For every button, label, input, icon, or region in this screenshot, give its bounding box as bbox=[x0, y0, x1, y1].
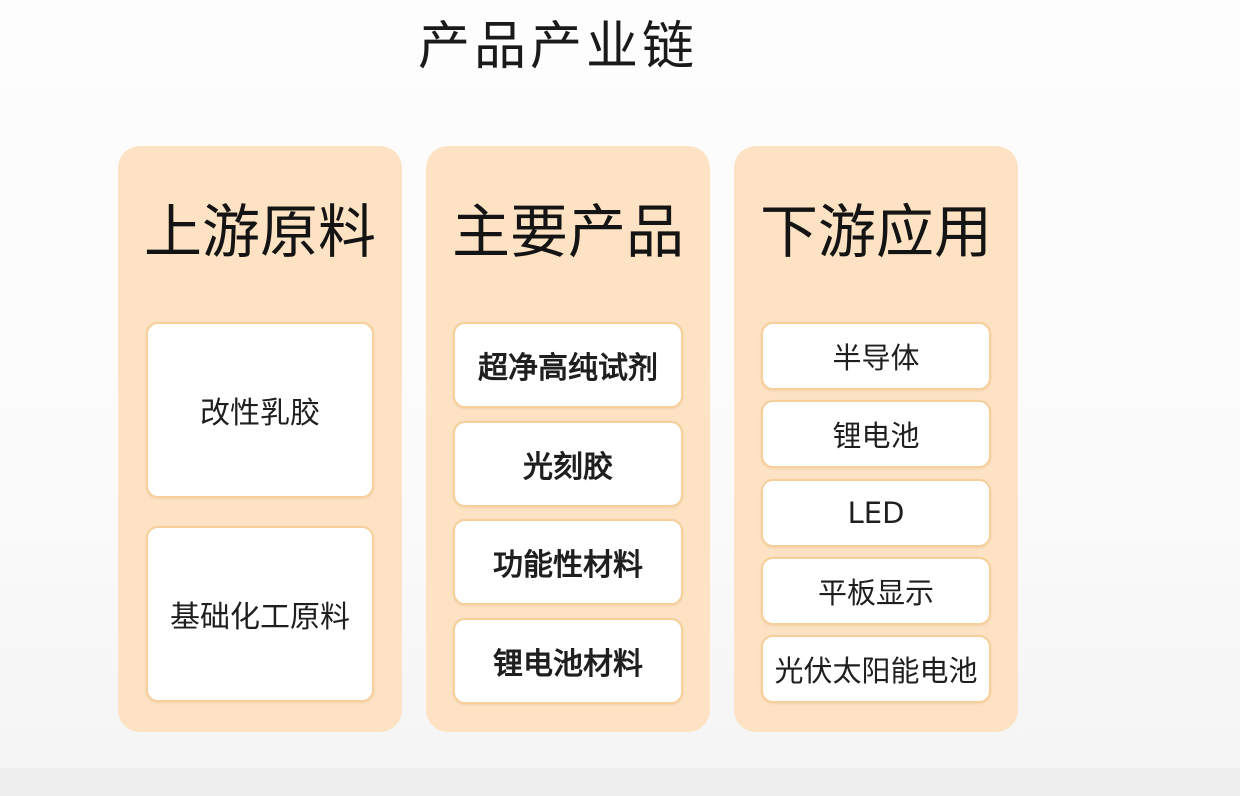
column-header-upstream: 上游原料 bbox=[143, 198, 376, 266]
column-header-main-products: 主要产品 bbox=[451, 198, 684, 266]
application-item-card: LED bbox=[761, 479, 991, 547]
bottom-band bbox=[0, 768, 1240, 796]
column-upstream: 上游原料 改性乳胶 基础化工原料 bbox=[118, 146, 402, 732]
product-item-card: 锂电池材料 bbox=[453, 618, 683, 704]
application-item-card: 半导体 bbox=[761, 322, 991, 390]
application-item-card: 光伏太阳能电池 bbox=[761, 635, 991, 703]
column-downstream: 下游应用 半导体 锂电池 LED 平板显示 光伏太阳能电池 bbox=[734, 146, 1018, 732]
column-header-downstream: 下游应用 bbox=[759, 198, 992, 266]
product-item-card: 光刻胶 bbox=[453, 421, 683, 507]
upstream-item-card: 基础化工原料 bbox=[146, 526, 374, 702]
diagram-title: 产品产业链 bbox=[418, 17, 699, 77]
upstream-item-card: 改性乳胶 bbox=[146, 322, 374, 498]
application-item-card: 锂电池 bbox=[761, 400, 991, 468]
column-main-products: 主要产品 超净高纯试剂 光刻胶 功能性材料 锂电池材料 bbox=[426, 146, 710, 732]
product-item-card: 超净高纯试剂 bbox=[453, 322, 683, 408]
application-item-card: 平板显示 bbox=[761, 557, 991, 625]
product-item-card: 功能性材料 bbox=[453, 519, 683, 605]
